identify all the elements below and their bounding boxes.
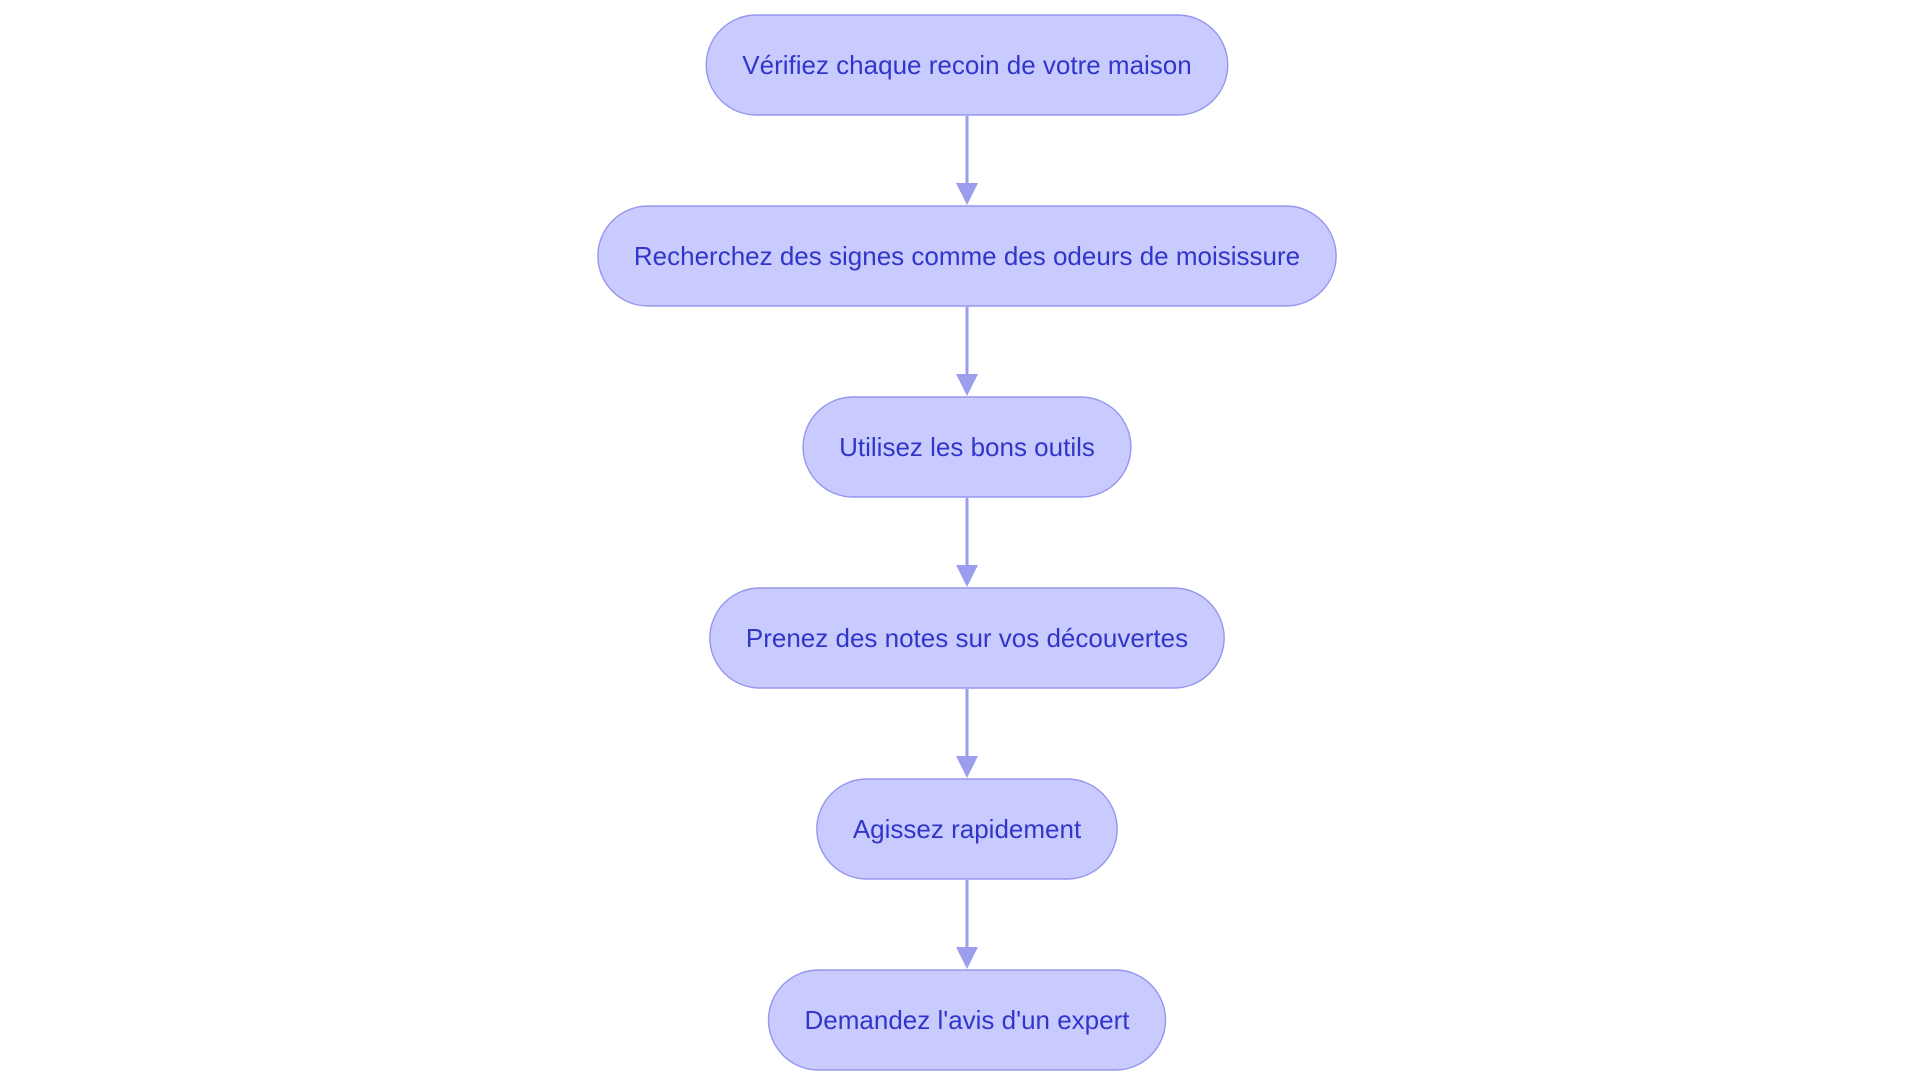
- flow-node-box: [705, 14, 1229, 116]
- arrow-down-icon: [956, 565, 978, 587]
- flow-node: Utilisez les bons outils: [802, 396, 1132, 498]
- flow-node-label: Prenez des notes sur vos découvertes: [746, 623, 1188, 653]
- flow-node-box: [767, 969, 1167, 1071]
- flow-node-label: Vérifiez chaque recoin de votre maison: [742, 50, 1191, 80]
- edges-layer: [956, 116, 978, 969]
- arrow-down-icon: [956, 756, 978, 778]
- flow-node-box: [816, 778, 1118, 880]
- flow-node: Demandez l'avis d'un expert: [767, 969, 1167, 1071]
- arrow-down-icon: [956, 374, 978, 396]
- arrow-down-icon: [956, 183, 978, 205]
- nodes-layer: Vérifiez chaque recoin de votre maisonRe…: [597, 14, 1337, 1071]
- arrow-down-icon: [956, 947, 978, 969]
- flow-node-label: Demandez l'avis d'un expert: [805, 1005, 1131, 1035]
- flow-node-label: Utilisez les bons outils: [839, 432, 1095, 462]
- flow-node-box: [802, 396, 1132, 498]
- flow-node-label: Agissez rapidement: [853, 814, 1082, 844]
- flow-node: Recherchez des signes comme des odeurs d…: [597, 205, 1337, 307]
- flow-node-box: [597, 205, 1337, 307]
- flow-node: Prenez des notes sur vos découvertes: [709, 587, 1225, 689]
- flow-node-box: [709, 587, 1225, 689]
- flow-node: Vérifiez chaque recoin de votre maison: [705, 14, 1229, 116]
- flow-node: Agissez rapidement: [816, 778, 1118, 880]
- flow-node-label: Recherchez des signes comme des odeurs d…: [634, 241, 1300, 271]
